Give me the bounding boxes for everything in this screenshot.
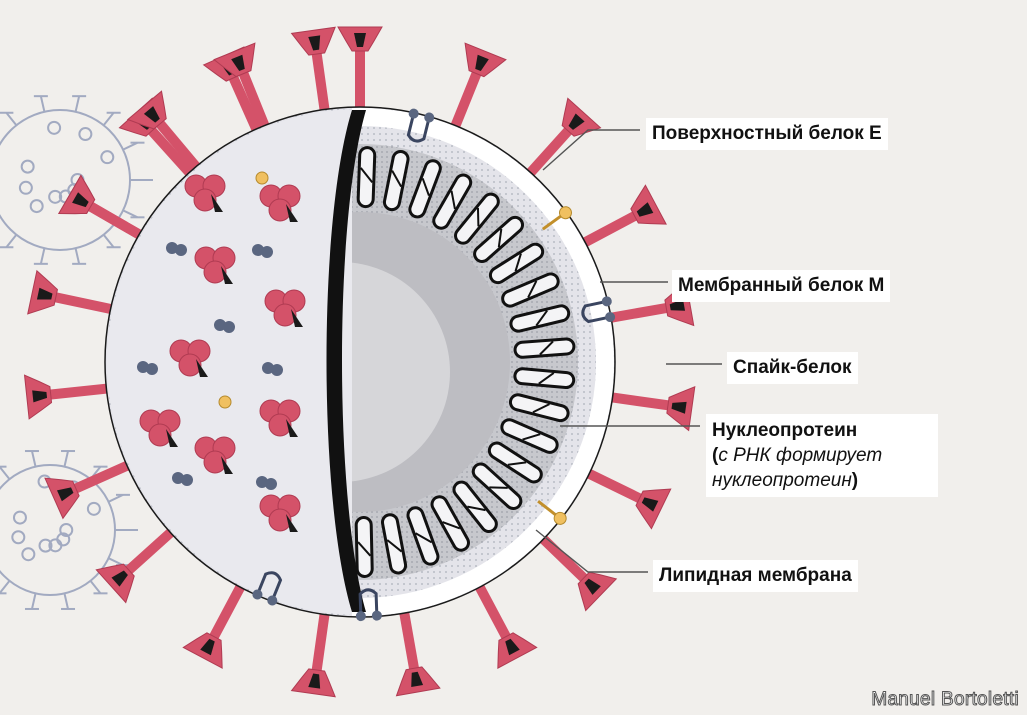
nucleoprotein-loop [356,146,376,209]
label-membrane-protein-m: Мембранный белок M [672,270,890,302]
credit-text: Manuel Bortoletti [871,689,1019,711]
nucleoprotein-paren-close: ) [852,470,858,491]
spike-protein-icon [292,27,347,114]
spike-protein-icon [28,271,117,331]
label-nucleoprotein: Нуклеопротеин (с РНК формирует нуклеопро… [706,414,938,497]
surface-protein-e-icon [219,396,231,408]
spike-protein-icon [382,607,440,695]
label-surface-protein-e: Поверхностный белок E [646,118,888,150]
nucleoprotein-note-line1: с РНК формирует [718,445,882,466]
label-spike-protein: Спайк-белок [727,352,858,384]
nucleoprotein-note-line2: нуклеопротеин [712,470,852,491]
spike-protein-icon [607,375,694,430]
spike-protein-icon [292,609,347,696]
nucleoprotein-title: Нуклеопротеин [712,420,857,441]
surface-protein-e-icon [256,172,268,184]
nucleoprotein-loop [354,516,373,578]
spike-protein-icon [338,27,382,109]
label-lipid-membrane: Липидная мембрана [653,560,858,592]
spike-protein-icon [25,367,111,419]
